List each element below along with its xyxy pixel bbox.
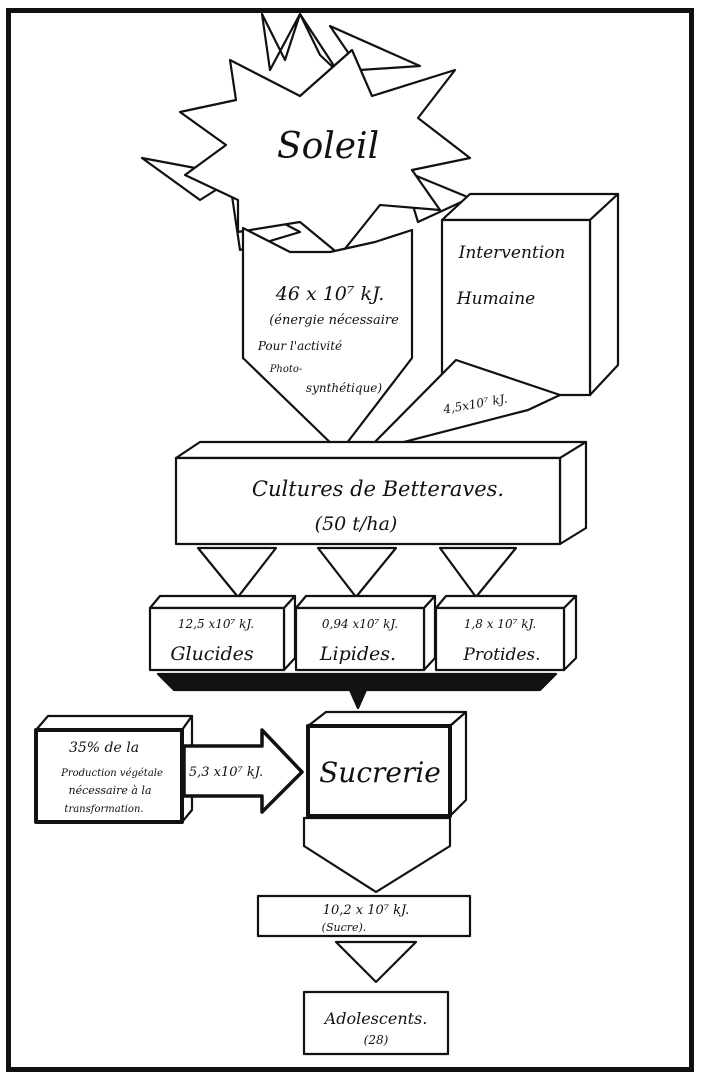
processing-note-line-1: 35% de la: [69, 740, 139, 756]
processing-note-line-3: nécessaire à la: [68, 784, 151, 797]
human-energy-arrow: [363, 358, 562, 454]
sucrerie-box: [306, 710, 468, 818]
crops-box: [174, 440, 588, 546]
protides-box: [434, 594, 578, 672]
consumers-box: [302, 990, 450, 1056]
solar-energy-note-line-4: synthétique): [306, 381, 382, 395]
human-label-line-1: Intervention: [458, 243, 566, 263]
nutrient-collector-bar: [156, 672, 558, 710]
consumers-label: Adolescents.: [323, 1009, 428, 1028]
solar-energy-note-line-3: Photo-: [269, 364, 303, 375]
solar-energy-note-line-2: Pour l'activité: [257, 339, 342, 353]
sugar-to-consumers-arrow: [334, 940, 418, 984]
human-label-line-2: Humaine: [456, 289, 535, 309]
lipides-value: 0,94 x10⁷ kJ.: [322, 617, 398, 631]
crops-yield: (50 t/ha): [315, 513, 398, 535]
sugar-label: (Sucre).: [322, 921, 367, 934]
consumers-count: (28): [364, 1033, 389, 1047]
sun-label: Soleil: [277, 126, 379, 167]
sugar-box: [256, 894, 472, 938]
protides-label: Protides.: [462, 645, 540, 665]
crop-to-glucides-arrow: [196, 546, 278, 599]
crops-title: Cultures de Betteraves.: [252, 477, 504, 501]
lipides-label: Lipides.: [319, 643, 396, 665]
crop-to-protides-arrow: [438, 546, 518, 599]
solar-energy-value: 46 x 10⁷ kJ.: [275, 283, 385, 305]
processing-note-line-2: Production végétale: [60, 768, 163, 779]
glucides-box: [148, 594, 297, 672]
sucrerie-output-arrow: [302, 816, 452, 894]
sucrerie-label: Sucrerie: [319, 756, 441, 789]
lipides-box: [294, 594, 437, 672]
sun-star-shape: [178, 48, 472, 257]
crop-to-lipides-arrow: [316, 546, 398, 599]
processing-energy-value: 5,3 x10⁷ kJ.: [189, 765, 263, 780]
processing-note-line-4: transformation.: [64, 804, 143, 815]
solar-energy-note-line-1: (énergie nécessaire: [269, 313, 399, 328]
glucides-label: Glucides: [170, 643, 254, 665]
sugar-value: 10,2 x 10⁷ kJ.: [323, 903, 410, 918]
processing-energy-arrow: [182, 728, 304, 814]
glucides-value: 12,5 x10⁷ kJ.: [178, 617, 254, 631]
solar-energy-arrow: [241, 226, 414, 454]
protides-value: 1,8 x 10⁷ kJ.: [464, 617, 536, 631]
